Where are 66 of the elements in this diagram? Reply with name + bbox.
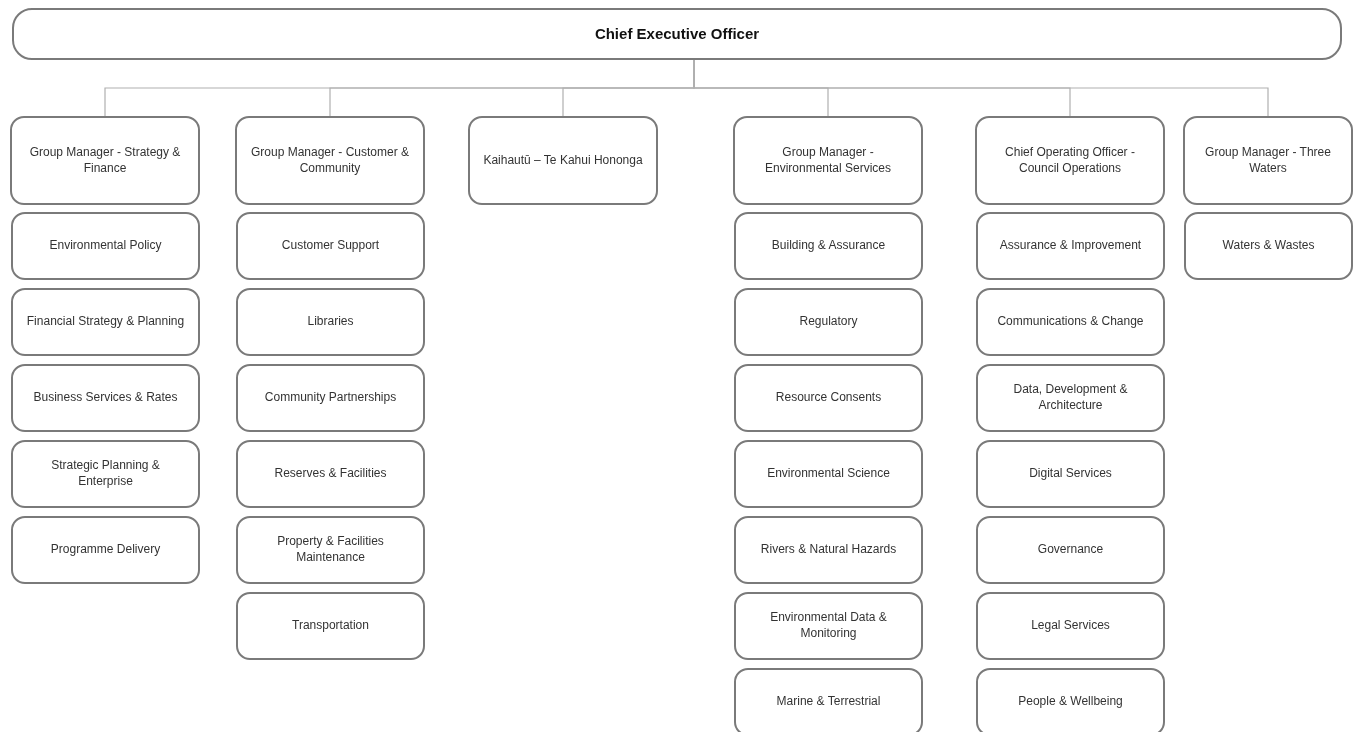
unit-box <box>734 440 923 508</box>
unit-name: Customer Support <box>281 238 380 254</box>
unit-box <box>236 440 425 508</box>
unit-name: Kaihautū – Te Kahui Hononga <box>483 152 643 169</box>
unit-name: Transportation <box>292 618 369 634</box>
unit-box <box>10 116 200 205</box>
unit-box <box>236 288 425 356</box>
unit-box <box>734 592 923 660</box>
unit-box <box>11 516 200 584</box>
unit-box <box>976 668 1165 732</box>
unit-box <box>1184 212 1353 280</box>
unit-box <box>976 440 1165 508</box>
unit-name: Chief Executive Officer <box>594 24 760 44</box>
unit-box <box>236 516 425 584</box>
unit-name: Chief Operating Officer - Council Operations <box>1004 144 1136 177</box>
unit-name: Assurance & Improvement <box>999 238 1142 254</box>
unit-name: Programme Delivery <box>50 542 161 558</box>
unit-name: Business Services & Rates <box>33 390 178 406</box>
unit-name: Data, Development & Architecture <box>1012 382 1129 414</box>
unit-box <box>11 288 200 356</box>
unit-name: Resource Consents <box>775 390 882 406</box>
unit-box <box>734 668 923 732</box>
unit-name: Regulatory <box>799 314 858 330</box>
unit-box <box>235 116 425 205</box>
unit-box <box>236 592 425 660</box>
unit-box <box>975 116 1165 205</box>
unit-name: Group Manager - Environmental Services <box>763 144 893 177</box>
unit-name: Environmental Policy <box>49 238 162 254</box>
unit-name: Strategic Planning & Enterprise <box>50 458 161 490</box>
unit-name: Building & Assurance <box>771 238 886 254</box>
unit-name: Reserves & Facilities <box>274 466 387 482</box>
unit-box <box>734 288 923 356</box>
unit-name: People & Wellbeing <box>1018 694 1123 710</box>
unit-box <box>734 364 923 432</box>
unit-name: Marine & Terrestrial <box>776 694 881 710</box>
unit-box <box>976 288 1165 356</box>
unit-box <box>976 516 1165 584</box>
unit-name: Group Manager - Three Waters <box>1204 144 1332 177</box>
unit-name: Legal Services <box>1031 618 1110 634</box>
unit-name: Digital Services <box>1029 466 1112 482</box>
unit-name: Libraries <box>307 314 354 330</box>
unit-name: Group Manager - Strategy & Finance <box>28 144 182 177</box>
title-box <box>12 8 1342 60</box>
unit-box <box>11 364 200 432</box>
unit-box <box>976 592 1165 660</box>
unit-box <box>734 516 923 584</box>
unit-box <box>236 212 425 280</box>
unit-box <box>976 212 1165 280</box>
unit-name: Rivers & Natural Hazards <box>760 542 897 558</box>
unit-name: Waters & Wastes <box>1222 238 1315 254</box>
unit-box <box>734 212 923 280</box>
unit-box <box>468 116 658 205</box>
unit-box <box>733 116 923 205</box>
unit-box <box>236 364 425 432</box>
unit-name: Property & Facilities Maintenance <box>276 534 385 566</box>
unit-name: Environmental Data & Monitoring <box>769 610 888 642</box>
unit-name: Governance <box>1037 542 1104 558</box>
unit-name: Community Partnerships <box>264 390 397 406</box>
unit-box <box>11 212 200 280</box>
unit-name: Environmental Science <box>767 466 890 482</box>
unit-box <box>976 364 1165 432</box>
unit-name: Financial Strategy & Planning <box>26 314 185 330</box>
unit-box <box>11 440 200 508</box>
unit-box <box>1183 116 1353 205</box>
unit-name: Communications & Change <box>997 314 1144 330</box>
unit-name: Group Manager - Customer & Community <box>249 144 411 177</box>
